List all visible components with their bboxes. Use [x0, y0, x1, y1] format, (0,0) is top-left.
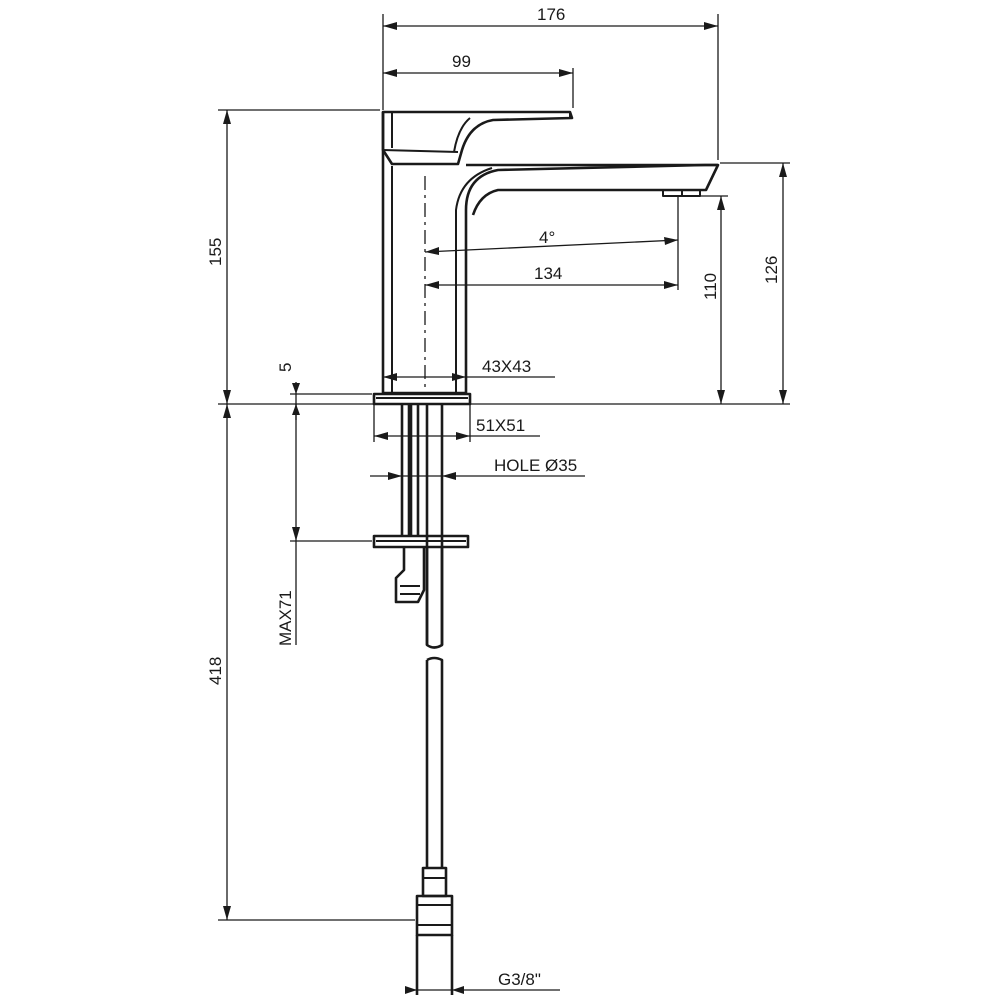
- dim-label-angle: 4°: [539, 228, 555, 247]
- dim-label-g38: G3/8": [498, 970, 541, 989]
- dim-mounting-hole: HOLE Ø35: [370, 456, 585, 480]
- dim-overall-width: 176: [382, 5, 719, 160]
- dim-label-418: 418: [206, 657, 225, 685]
- dim-label-134: 134: [534, 264, 562, 283]
- dim-label-176: 176: [537, 5, 565, 24]
- faucet-base: [372, 392, 472, 406]
- dim-spout-clearance: 110: [664, 195, 728, 404]
- fixing-nut: [394, 547, 426, 604]
- dim-label-126: 126: [762, 256, 781, 284]
- dim-total-height: 155: [206, 109, 380, 404]
- dim-hose-length: 418: [206, 404, 415, 921]
- dim-label-43x43: 43X43: [482, 357, 531, 376]
- dim-label-155: 155: [206, 238, 225, 266]
- faucet-body: [381, 112, 720, 395]
- mounting-shank: [400, 404, 444, 645]
- dim-hose-connection: G3/8": [405, 970, 560, 994]
- dim-spout-height: 126: [720, 162, 790, 404]
- faucet-handle: [381, 110, 574, 166]
- flexible-hose: [415, 547, 454, 995]
- dim-base-plate: 51X51: [373, 404, 540, 442]
- dim-label-110: 110: [701, 273, 720, 300]
- dim-spout-angle: 4°: [424, 196, 679, 290]
- dim-handle-reach: 99: [383, 52, 574, 108]
- dim-label-max71: MAX71: [276, 590, 295, 646]
- dim-label-99: 99: [452, 52, 471, 71]
- fixing-plate: [372, 534, 470, 549]
- dim-max-deck: MAX71: [276, 404, 372, 646]
- dim-label-51x51: 51X51: [476, 416, 525, 435]
- dim-body-section: 43X43: [383, 357, 555, 381]
- dim-label-hole: HOLE Ø35: [494, 456, 577, 475]
- dim-label-5: 5: [276, 363, 295, 372]
- dim-spout-reach: 134: [425, 264, 678, 289]
